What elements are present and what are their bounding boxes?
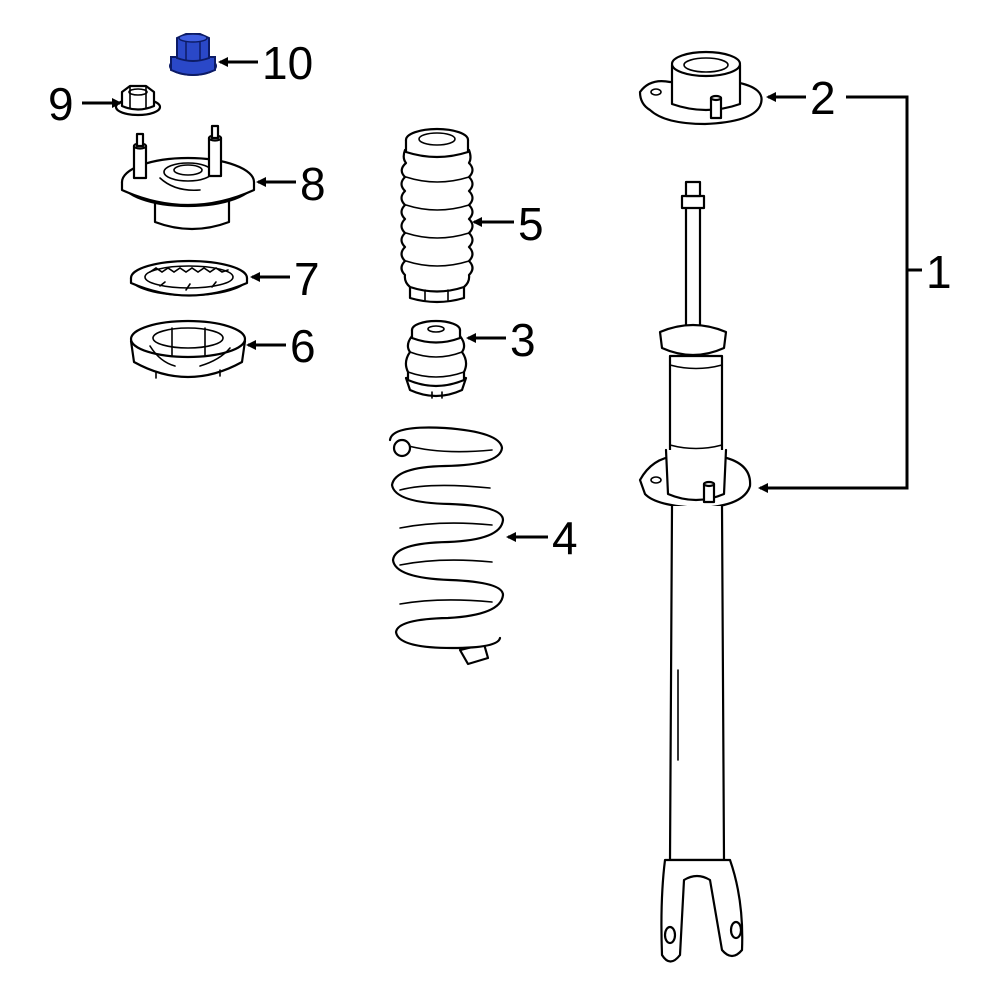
leader-lines — [82, 57, 922, 542]
callout-9[interactable]: 9 — [48, 78, 74, 130]
callout-7[interactable]: 7 — [294, 253, 320, 305]
part-5-dust-boot[interactable] — [400, 127, 474, 304]
callout-4[interactable]: 4 — [552, 512, 578, 564]
part-3-bump-stop[interactable] — [404, 319, 468, 399]
part-6-spring-seat[interactable] — [129, 319, 247, 379]
callout-3[interactable]: 3 — [510, 314, 536, 366]
part-1-strut-assembly[interactable] — [638, 180, 752, 963]
callout-10[interactable]: 10 — [262, 37, 313, 89]
callout-6[interactable]: 6 — [290, 320, 316, 372]
callout-5[interactable]: 5 — [518, 198, 544, 250]
callout-2[interactable]: 2 — [810, 72, 836, 124]
part-9-hex-nut[interactable] — [114, 84, 162, 117]
part-7-bearing-ring[interactable] — [129, 259, 249, 297]
callout-8[interactable]: 8 — [300, 158, 326, 210]
part-10-flange-nut[interactable] — [169, 33, 217, 76]
part-2-upper-mount[interactable] — [638, 50, 763, 126]
part-8-strut-mount[interactable] — [120, 124, 256, 231]
part-4-coil-spring[interactable] — [388, 426, 505, 666]
callout-1[interactable]: 1 — [926, 246, 952, 298]
callout-labels: 10 9 8 7 6 5 3 4 2 1 — [48, 37, 952, 564]
